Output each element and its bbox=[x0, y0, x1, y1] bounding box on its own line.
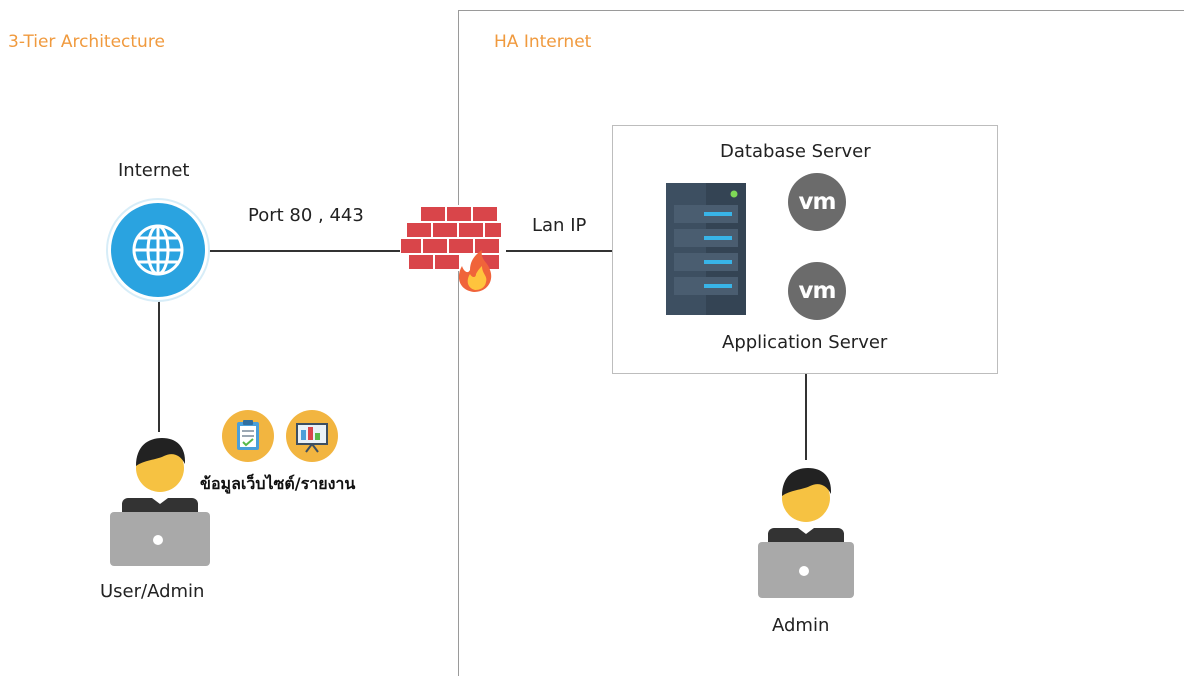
left-zone-title: 3-Tier Architecture bbox=[8, 32, 165, 52]
user-admin-label: User/Admin bbox=[100, 581, 205, 602]
port-label: Port 80 , 443 bbox=[248, 205, 364, 226]
database-server-label: Database Server bbox=[720, 141, 871, 162]
internet-to-firewall-line bbox=[206, 250, 402, 252]
application-server-label: Application Server bbox=[722, 332, 888, 353]
firewall-icon bbox=[399, 204, 506, 294]
internet-to-user-line bbox=[158, 300, 160, 432]
database-vm-badge: vm bbox=[788, 173, 846, 231]
user-admin-avatar-icon bbox=[108, 430, 212, 566]
zone-divider-top bbox=[458, 10, 1184, 11]
server-to-admin-line bbox=[805, 374, 807, 460]
admin-label: Admin bbox=[772, 615, 830, 636]
zone-divider-vertical bbox=[458, 10, 459, 676]
server-rack-icon bbox=[666, 183, 746, 315]
report-presentation-icon bbox=[286, 410, 338, 462]
firewall-to-server-line bbox=[506, 250, 612, 252]
document-icon bbox=[222, 410, 274, 462]
website-report-data-label: ข้อมูลเว็บไซต์/รายงาน bbox=[200, 474, 356, 493]
application-vm-badge: vm bbox=[788, 262, 846, 320]
globe-icon bbox=[106, 198, 210, 302]
admin-avatar-icon bbox=[756, 458, 856, 598]
lan-ip-label: Lan IP bbox=[532, 215, 587, 236]
right-zone-title: HA Internet bbox=[494, 32, 592, 52]
internet-label: Internet bbox=[118, 160, 190, 181]
